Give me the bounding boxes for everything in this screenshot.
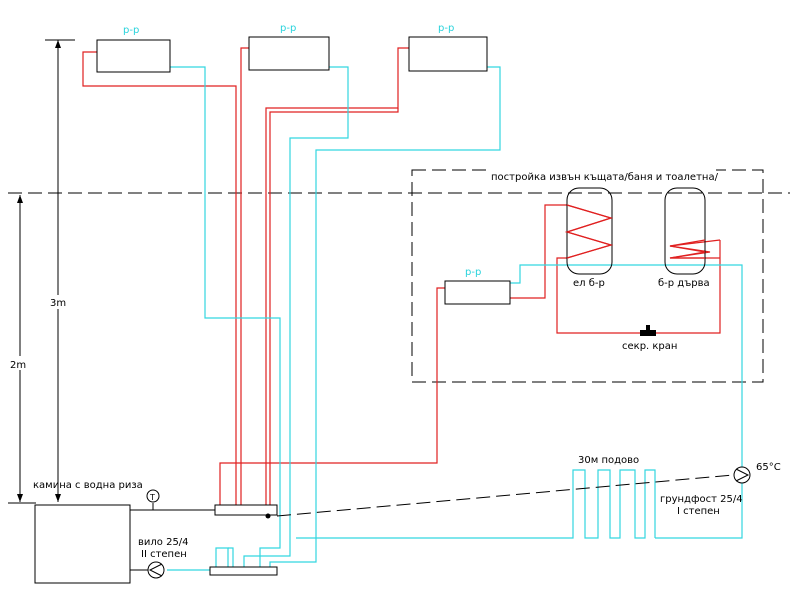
stove bbox=[34, 504, 131, 584]
manifold-joint bbox=[265, 513, 271, 519]
temp-label: 65°C bbox=[756, 462, 781, 473]
radiator-2-label: р-р bbox=[280, 23, 296, 34]
wood-boiler bbox=[664, 187, 706, 275]
supply-pipes bbox=[82, 47, 721, 505]
pump-left-label-2: II степен bbox=[141, 549, 187, 560]
pump-right-label-2: I степен bbox=[677, 506, 720, 517]
pump-right-icon bbox=[733, 466, 751, 484]
return-manifold bbox=[209, 566, 278, 576]
height-2m-label: 2m bbox=[10, 360, 26, 371]
radiator-1 bbox=[96, 39, 171, 73]
wood-boiler-label: б-р дърва bbox=[658, 278, 710, 289]
radiator-3 bbox=[408, 36, 488, 72]
outbuilding-boundary bbox=[411, 169, 764, 383]
height-3m-label: 3m bbox=[50, 298, 66, 309]
radiator-1-label: р-р bbox=[123, 25, 139, 36]
thermometer-icon bbox=[146, 489, 160, 503]
pump-right-label-1: грундфост 25/4 bbox=[660, 494, 743, 505]
floor-heating-label: 30м подово bbox=[578, 455, 639, 466]
thermometer-label: T bbox=[149, 493, 155, 502]
radiator-outbuilding bbox=[444, 280, 511, 305]
outbuilding-label: постройка извън къщата/баня и тоалетна/ bbox=[491, 172, 719, 183]
el-boiler-label: ел б-р bbox=[573, 278, 605, 289]
el-boiler bbox=[566, 187, 613, 275]
return-pipes bbox=[167, 66, 743, 571]
dimension-2m bbox=[8, 195, 32, 502]
radiator-3-label: р-р bbox=[438, 23, 454, 34]
stove-label: камина с водна риза bbox=[33, 480, 143, 491]
shutoff-valve bbox=[640, 325, 656, 336]
valve-label: секр. кран bbox=[622, 341, 677, 352]
link-line bbox=[276, 474, 734, 517]
radiator-2 bbox=[248, 36, 330, 71]
pump-left-label-1: вило 25/4 bbox=[138, 537, 189, 548]
radiator-outbuilding-label: р-р bbox=[465, 267, 481, 278]
dimension-3m bbox=[44, 39, 75, 502]
pump-left-icon bbox=[147, 561, 165, 579]
supply-manifold bbox=[214, 504, 278, 516]
